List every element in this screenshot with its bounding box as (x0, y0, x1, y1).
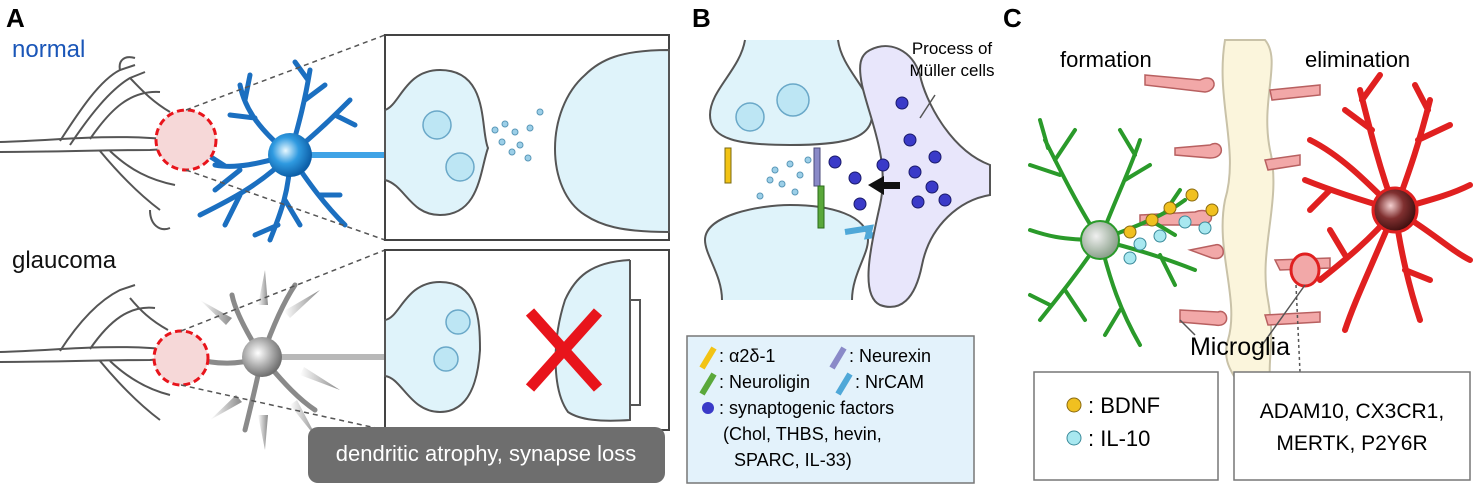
muller-label-1: Process of (912, 39, 993, 58)
legend-factor-swatch (702, 402, 714, 414)
microglia-label: Microglia (1190, 333, 1290, 361)
zoom-box-normal (384, 34, 670, 241)
microglia-pointer-left (1179, 319, 1196, 336)
legend-factors-list-1: (Chol, THBS, hevin, (723, 424, 882, 444)
muller-process (859, 45, 991, 308)
presynaptic-tree-normal (0, 56, 186, 230)
secreted-factors (1123, 188, 1219, 265)
legend-neurexin: : Neurexin (849, 346, 931, 366)
normal-label: normal (12, 36, 85, 63)
microglia-pointer-right (1259, 284, 1306, 349)
elimination-label: elimination (1305, 47, 1410, 72)
zoom-lines-normal (185, 34, 386, 241)
legend-bdnf: : BDNF (1088, 393, 1160, 418)
legend-receptors-2: MERTK, P2Y6R (1276, 432, 1427, 455)
dendrite-shaft (1221, 39, 1275, 379)
zoom-box-glaucoma (384, 249, 670, 431)
formation-label: formation (1060, 47, 1152, 72)
synapse-highlight-glaucoma (152, 329, 210, 387)
presynaptic-boutons (1139, 74, 1331, 326)
legend-il10-swatch (1066, 430, 1082, 446)
microglia-soma-green (1080, 220, 1120, 260)
muller-label-2: Müller cells (909, 61, 994, 80)
legend-box-c-left (1033, 371, 1219, 481)
panel-a: A normal glaucoma (0, 3, 670, 483)
neuron-soma-normal (268, 133, 312, 177)
panel-c-label: C (1003, 3, 1022, 33)
legend-a2d1-swatch (699, 346, 717, 370)
legend-neuroligin: : Neuroligin (719, 372, 810, 392)
panel-b-label: B (692, 3, 711, 33)
synapse-highlight-normal (154, 108, 218, 172)
presynaptic-tree-glaucoma (0, 284, 181, 421)
microglia-soma-red (1371, 186, 1419, 234)
legend-factors-list-2: SPARC, IL-33) (734, 450, 852, 470)
caption-text: dendritic atrophy, synapse loss (336, 441, 636, 466)
neuroligin-molecule (817, 185, 825, 229)
legend-nrcam-swatch (835, 372, 853, 396)
legend-box-c-right (1233, 371, 1471, 481)
legend-neurexin-swatch (829, 346, 847, 370)
legend-bdnf-swatch (1066, 397, 1082, 413)
glaucoma-label: glaucoma (12, 247, 117, 274)
legend-neuroligin-swatch (699, 372, 717, 396)
synapse-loss-cross (525, 308, 603, 392)
legend-factors: : synaptogenic factors (719, 398, 894, 418)
panel-b: B Process of Müller cells (686, 3, 995, 484)
legend-box-b (686, 335, 975, 484)
legend-nrcam: : NrCAM (855, 372, 924, 392)
neurexin-molecule (813, 147, 821, 187)
engulfed-bouton (1289, 252, 1321, 288)
legend-a2d1: : α2δ-1 (719, 346, 775, 366)
legend-receptors-1: ADAM10, CX3CR1, (1260, 400, 1444, 423)
neuron-soma-glaucoma (242, 337, 282, 377)
panel-c: C formation elimination (1003, 3, 1473, 481)
dotted-pointer (1295, 284, 1301, 373)
panel-a-label: A (6, 3, 25, 33)
caption-box (308, 427, 665, 483)
a2d1-molecule (724, 147, 732, 184)
postsynaptic-terminal (703, 203, 870, 301)
zoom-lines-glaucoma (180, 249, 386, 431)
legend-il10: : IL-10 (1088, 426, 1150, 451)
secretion-arrow (868, 176, 900, 195)
synaptogenic-factors (828, 96, 952, 211)
